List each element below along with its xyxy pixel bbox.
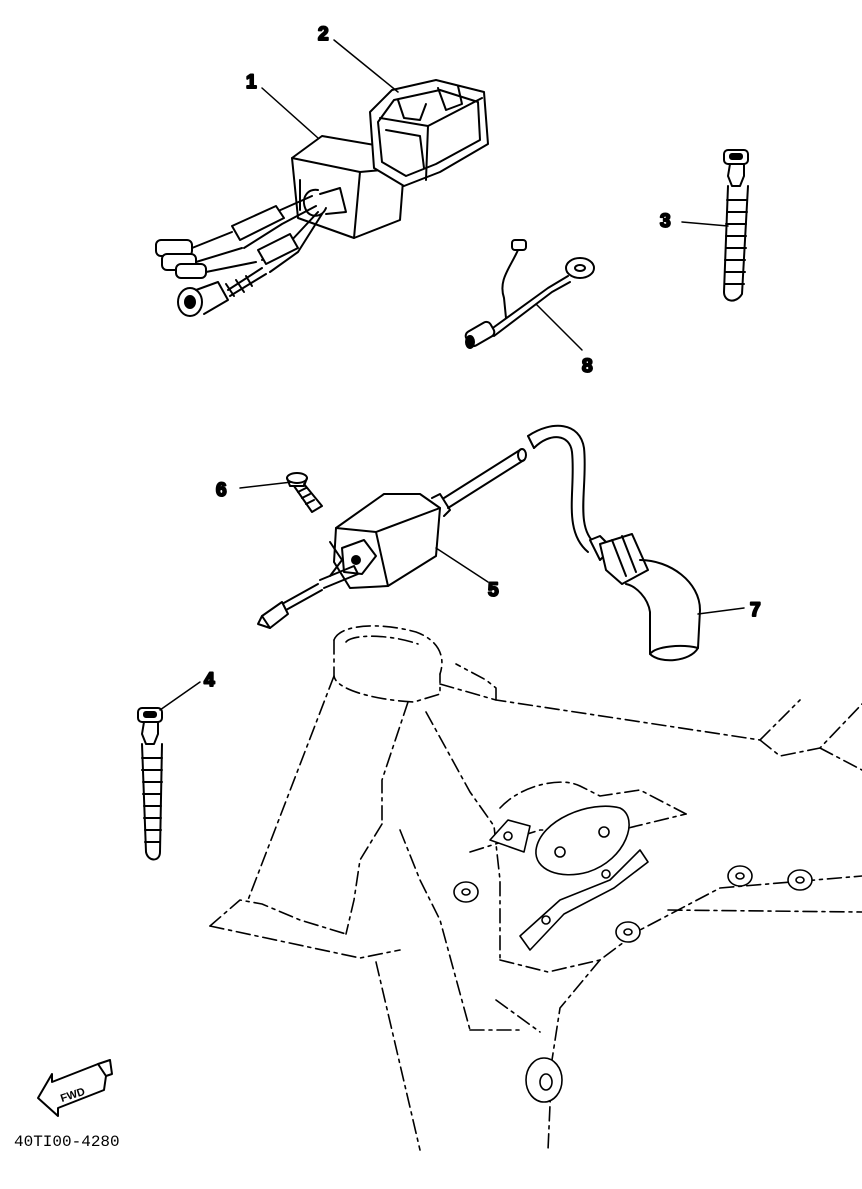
leader-lines xyxy=(159,39,745,711)
cable-band-3 xyxy=(723,149,749,302)
callout-5: 5 xyxy=(488,580,499,601)
ignition-coil xyxy=(257,448,527,629)
callout-8: 8 xyxy=(582,356,593,377)
fwd-arrow-icon: FWD xyxy=(37,1059,113,1117)
cdi-wire-harness xyxy=(155,195,323,317)
callout-1: 1 xyxy=(246,72,257,93)
callout-3: 3 xyxy=(660,211,671,232)
screw xyxy=(286,472,323,513)
callout-6: 6 xyxy=(216,480,227,501)
callout-7: 7 xyxy=(750,600,761,621)
spark-plug-cap xyxy=(527,424,701,662)
cable-band-4 xyxy=(137,707,163,861)
callout-2: 2 xyxy=(318,24,329,45)
frame-mount-bosses xyxy=(453,805,813,1103)
cdi-cover xyxy=(369,79,489,187)
frame-outline xyxy=(209,625,862,1151)
ground-lead xyxy=(464,239,595,349)
callout-4: 4 xyxy=(204,670,215,691)
diagram-code: 40TI00-4280 xyxy=(14,1133,120,1151)
